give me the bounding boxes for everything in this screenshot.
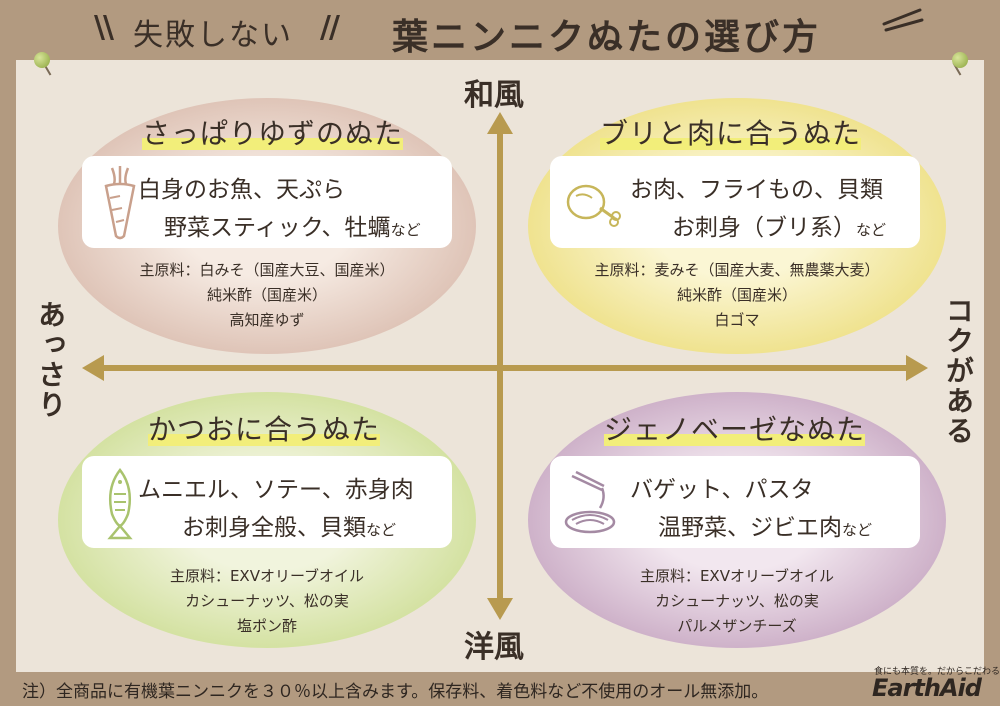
pin-left-icon	[34, 52, 50, 68]
pairing-suffix: など	[842, 521, 873, 539]
brand-tagline: 食にも本質を。だからこだわる	[874, 667, 1000, 677]
pairing-card-bottom-right: バゲット、パスタ 温野菜、ジビエ肉など	[550, 456, 920, 548]
ingredient-line: 塩ポン酢	[236, 617, 297, 635]
vertical-axis	[497, 130, 503, 600]
header: \\ 失敗しない // 葉ニンニクぬたの選び方	[0, 0, 1000, 58]
pairing-suffix: など	[856, 221, 887, 239]
pairing-line-1: ムニエル、ソテー、赤身肉	[138, 477, 414, 503]
horizontal-axis	[100, 365, 908, 371]
pairing-line-2-text: 温野菜、ジビエ肉	[658, 515, 842, 541]
pairing-line-2: 野菜スティック、牡蠣など	[164, 208, 421, 242]
ingredients-top-left: 主原料：白みそ（国産大豆、国産米） 純米酢（国産米） 高知産ゆず	[58, 258, 476, 333]
ingredient-line: 主原料：EXVオリーブオイル	[639, 567, 835, 585]
ingredient-line: 主原料：EXVオリーブオイル	[169, 567, 365, 585]
pairing-line-2: 温野菜、ジビエ肉など	[658, 508, 872, 542]
ingredient-line: パルメザンチーズ	[677, 617, 797, 635]
pairing-line-1: 白身のお魚、天ぷら	[138, 177, 345, 203]
ingredient-line: 白ゴマ	[714, 311, 760, 329]
pairing-line-1: お肉、フライもの、貝類	[630, 177, 883, 203]
quadrant-title-bottom-left: かつおに合うぬた	[148, 408, 381, 448]
pairing-card-top-left: 白身のお魚、天ぷら 野菜スティック、牡蠣など	[82, 156, 452, 248]
pairing-line-1: バゲット、パスタ	[630, 477, 814, 503]
pairing-card-bottom-left: ムニエル、ソテー、赤身肉 お刺身全般、貝類など	[82, 456, 452, 548]
pasta-icon	[564, 470, 616, 534]
ingredient-line: カシューナッツ、松の実	[185, 592, 349, 610]
ingredient-line: 純米酢（国産米）	[676, 286, 797, 304]
ingredient-line: 純米酢（国産米）	[206, 286, 327, 304]
ingredients-bottom-left: 主原料：EXVオリーブオイル カシューナッツ、松の実 塩ポン酢	[58, 564, 476, 639]
pairing-card-top-right: お肉、フライもの、貝類 お刺身（ブリ系）など	[550, 156, 920, 248]
pairing-line-2-text: お刺身全般、貝類	[182, 515, 366, 541]
fish-icon	[107, 467, 133, 540]
carrot-icon	[104, 166, 136, 240]
arrow-right-icon	[906, 355, 928, 381]
ingredients-top-right: 主原料：麦みそ（国産大麦、無農薬大麦） 純米酢（国産米） 白ゴマ	[528, 258, 946, 333]
arrow-left-icon	[82, 355, 104, 381]
pairing-line-2-text: 野菜スティック、牡蠣	[164, 215, 391, 241]
quadrant-title-top-right: ブリと肉に合うぬた	[600, 112, 862, 152]
quadrant-title-top-left: さっぱりゆずのぬた	[142, 112, 404, 152]
brand-logo: EarthAid	[872, 674, 982, 702]
axis-label-bottom: 洋風	[464, 630, 524, 665]
quadrant-title-bottom-right: ジェノベーゼなぬた	[604, 408, 866, 448]
pairing-suffix: など	[390, 221, 421, 239]
page-title: 葉ニンニクぬたの選び方	[392, 17, 822, 58]
slash-deco-right: //	[320, 10, 340, 45]
axis-label-left: あっさり	[34, 300, 67, 420]
axis-label-right: コクがある	[942, 296, 975, 446]
arrow-up-icon	[487, 112, 513, 134]
subtitle: 失敗しない	[133, 18, 293, 53]
meat-icon	[566, 184, 621, 227]
ingredient-line: カシューナッツ、松の実	[655, 592, 819, 610]
slash-deco-left: \\	[94, 10, 114, 45]
pairing-suffix: など	[366, 521, 397, 539]
ingredients-bottom-right: 主原料：EXVオリーブオイル カシューナッツ、松の実 パルメザンチーズ	[528, 564, 946, 639]
pairing-line-2: お刺身全般、貝類など	[182, 508, 396, 542]
footer	[0, 672, 1000, 706]
axis-label-top: 和風	[464, 78, 524, 113]
pin-right-icon	[952, 52, 968, 68]
ingredient-line: 主原料：麦みそ（国産大麦、無農薬大麦）	[594, 261, 880, 279]
accent-lines-icon	[882, 8, 924, 32]
arrow-down-icon	[487, 598, 513, 620]
ingredient-line: 主原料：白みそ（国産大豆、国産米）	[139, 261, 395, 279]
footer-note: 注）全商品に有機葉ニンニクを３０％以上含みます。保存料、着色料など不使用のオール…	[22, 682, 769, 702]
pairing-line-2-text: お刺身（ブリ系）	[672, 215, 856, 241]
ingredient-line: 高知産ゆず	[229, 311, 305, 329]
pairing-line-2: お刺身（ブリ系）など	[672, 208, 886, 242]
